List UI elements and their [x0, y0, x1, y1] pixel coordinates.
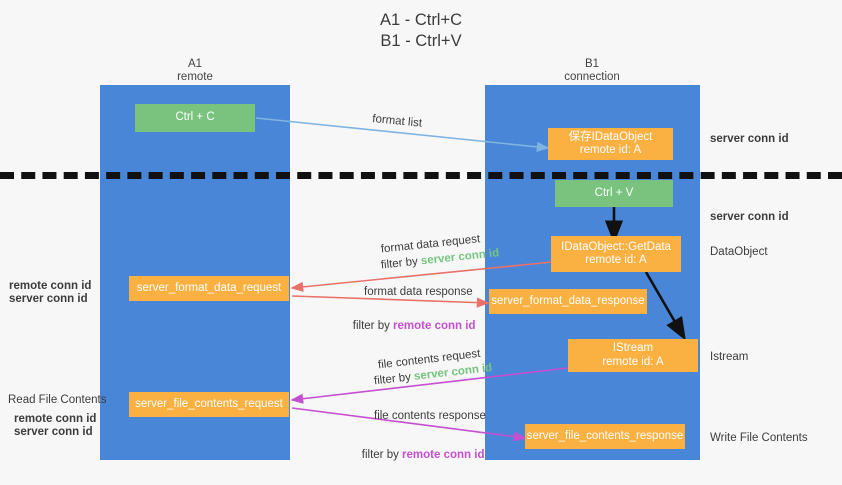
box-istream[interactable]: IStream remote id: A [568, 339, 698, 372]
label-format-data-response-filter: filter by remote conn id [340, 305, 476, 347]
label-format-data-response: format data response [364, 286, 473, 298]
left-label-read-file-contents: Read File Contents [8, 394, 107, 406]
filter-key-remote-conn-id: remote conn id [402, 449, 485, 461]
box-getdata[interactable]: IDataObject::GetData remote id: A [551, 236, 681, 272]
right-label-dataobject: DataObject [710, 246, 768, 258]
filter-prefix: filter by [361, 449, 403, 461]
left-label-remote-conn-id-1: remote conn id [9, 280, 92, 292]
box-ctrl-v[interactable]: Ctrl + V [555, 180, 673, 207]
box-server-file-contents-response[interactable]: server_file_contents_response [525, 424, 685, 449]
right-label-server-conn-id-mid: server conn id [710, 211, 789, 223]
left-label-remote-conn-id-2: remote conn id [14, 413, 97, 425]
filter-key-remote-conn-id: remote conn id [393, 320, 476, 332]
right-label-server-conn-id-top: server conn id [710, 133, 789, 145]
filter-prefix: filter by [352, 320, 394, 332]
label-format-list: format list [371, 112, 423, 130]
box-server-format-data-response[interactable]: server_format_data_response [489, 289, 647, 314]
filter-prefix: filter by [373, 370, 415, 388]
filter-key-server-conn-id: server conn id [413, 361, 493, 383]
right-label-write-file-contents: Write File Contents [710, 432, 808, 444]
label-file-contents-response-filter: filter by remote conn id [349, 434, 485, 476]
lane-header-b1: B1 connection [564, 58, 620, 83]
right-label-istream: Istream [710, 351, 749, 363]
box-server-file-contents-request[interactable]: server_file_contents_request [129, 392, 289, 417]
lane-header-a1: A1 remote [177, 58, 213, 83]
filter-prefix: filter by [380, 255, 422, 272]
left-label-server-conn-id-1: server conn id [9, 293, 88, 305]
label-file-contents-response: file contents response [374, 410, 486, 422]
box-save-idataobject[interactable]: 保存IDataObject remote id: A [548, 128, 673, 160]
left-label-server-conn-id-2: server conn id [14, 426, 93, 438]
page-title: A1 - Ctrl+C B1 - Ctrl+V [379, 11, 463, 50]
filter-key-server-conn-id: server conn id [420, 247, 500, 268]
box-server-format-data-request[interactable]: server_format_data_request [129, 276, 289, 301]
box-ctrl-c[interactable]: Ctrl + C [135, 104, 255, 132]
phase-divider [0, 172, 842, 179]
